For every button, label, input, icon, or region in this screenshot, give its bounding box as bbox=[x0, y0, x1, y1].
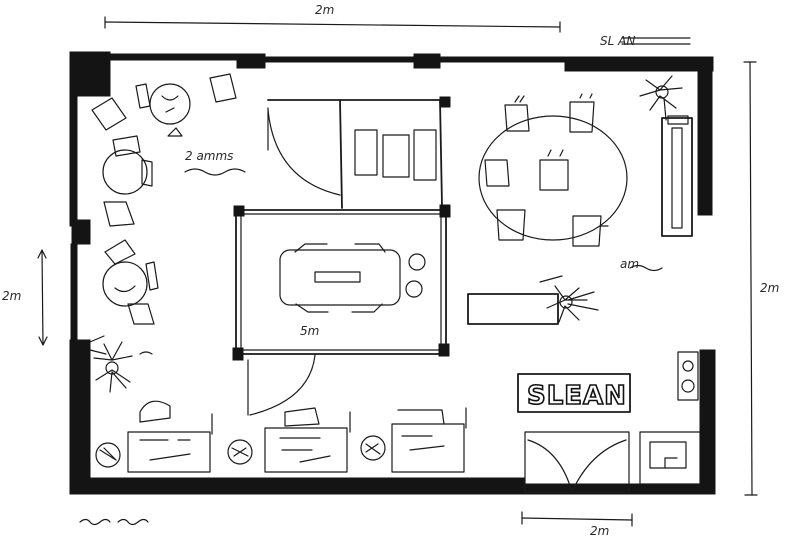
dimension-left: 2m bbox=[2, 249, 48, 346]
plant-area-label: am bbox=[620, 257, 639, 271]
dimension-top-label: 2m bbox=[315, 3, 334, 17]
plant-left bbox=[93, 341, 153, 393]
workstation-1 bbox=[95, 400, 213, 473]
dimension-right: 2m bbox=[743, 61, 779, 496]
round-table-group bbox=[478, 93, 628, 247]
workstations bbox=[95, 400, 467, 473]
dimension-right-label: 2m bbox=[760, 281, 779, 295]
cabinet-bottom-right bbox=[639, 431, 701, 485]
lounge-seating-left: 2 amms bbox=[91, 73, 246, 227]
bottom-left-scribble bbox=[79, 518, 149, 526]
sign-text: SLEAN bbox=[527, 381, 627, 411]
dimension-top-right: SL AN bbox=[600, 34, 691, 48]
dimension-bottom-right-label: 2m bbox=[590, 524, 609, 538]
notes-top: 2 amms bbox=[185, 149, 233, 163]
double-door bbox=[524, 431, 630, 493]
dimension-top-right-label: SL AN bbox=[600, 34, 635, 48]
bench bbox=[467, 293, 559, 325]
wall-shelf-right bbox=[661, 115, 693, 237]
plant-top-right bbox=[639, 75, 683, 121]
sign: SLEAN bbox=[517, 373, 631, 413]
lounge-seating-left-lower bbox=[102, 239, 159, 325]
armchair bbox=[91, 97, 127, 131]
meeting-room: 5m bbox=[232, 204, 451, 416]
plant-center-right bbox=[539, 275, 599, 323]
outer-walls bbox=[69, 51, 716, 495]
glass-office bbox=[267, 96, 451, 209]
workstation-3 bbox=[360, 407, 467, 473]
meeting-room-label: 5m bbox=[300, 324, 319, 338]
meeting-table bbox=[279, 243, 426, 313]
speaker bbox=[677, 351, 699, 401]
shelf-unit bbox=[354, 129, 437, 181]
dimension-left-label: 2m bbox=[2, 289, 21, 303]
dimension-bottom-right: 2m bbox=[521, 511, 633, 538]
workstation-2 bbox=[227, 407, 351, 473]
dimension-top: 2m bbox=[104, 3, 561, 33]
